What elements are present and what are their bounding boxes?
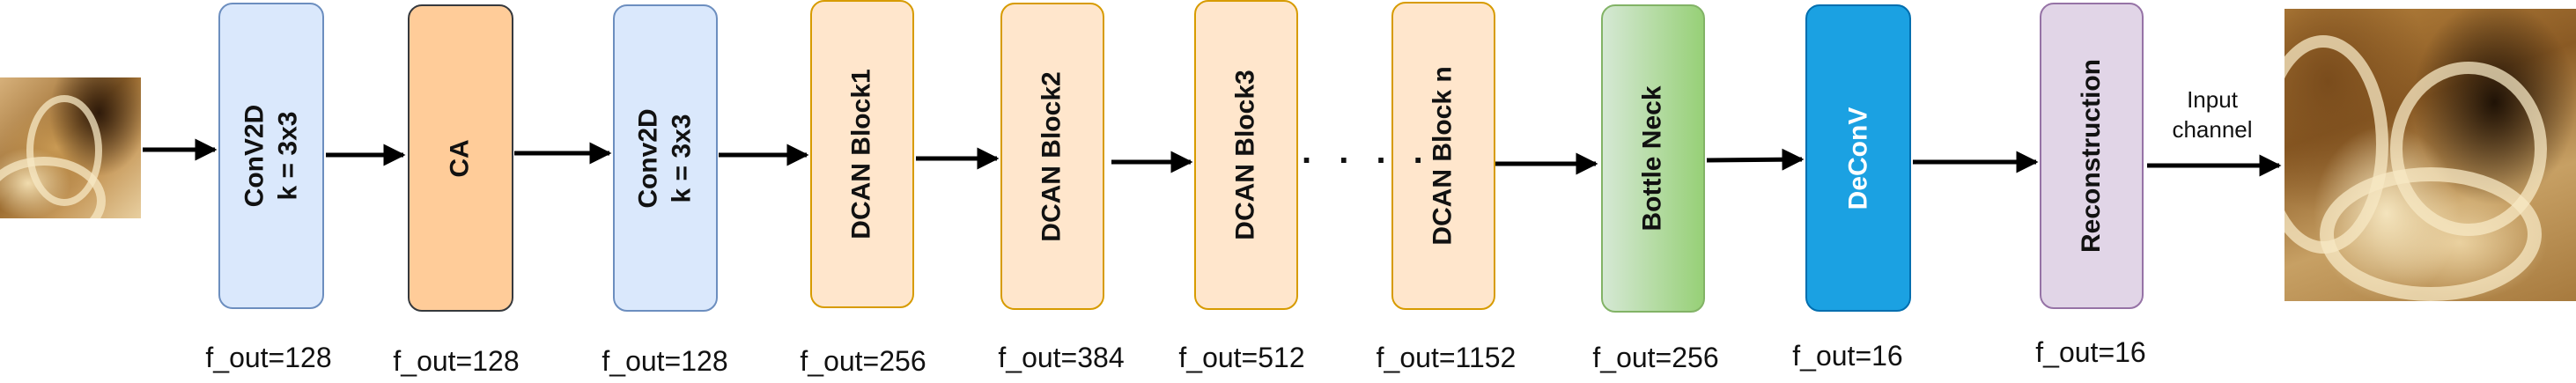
block-deconv-line-1: DeConV [1843, 107, 1872, 210]
fout-label-dcan-3: f_out=512 [1178, 342, 1305, 373]
output-caption: Input channel [2172, 85, 2252, 144]
block-conv2d-2-label: Conv2D k = 3x3 [631, 108, 698, 208]
fout-label-ca: f_out=128 [393, 345, 520, 377]
block-conv2d-1-label: ConV2D k = 3x3 [238, 105, 305, 208]
block-bottle-neck-label: Bottle Neck [1636, 85, 1670, 231]
block-conv2d-2: Conv2D k = 3x3 [613, 4, 718, 312]
fout-label-conv2d-2: f_out=128 [602, 345, 728, 377]
fout-label-bottle-neck: f_out=256 [1592, 342, 1719, 373]
block-reconstruction-label: Reconstruction [2075, 59, 2108, 253]
output-caption-line-1: Input [2187, 86, 2238, 113]
block-dcan-3: DCAN Block3 [1194, 0, 1298, 310]
block-dcan-n: DCAN Block n [1391, 2, 1495, 310]
block-deconv: DeConV [1805, 4, 1911, 312]
block-dcan-3-line-1: DCAN Block3 [1231, 70, 1260, 240]
block-conv2d-2-line-1: Conv2D [633, 107, 663, 209]
block-dcan-3-label: DCAN Block3 [1229, 70, 1263, 239]
block-conv2d-1-line-1: ConV2D [240, 104, 269, 208]
block-dcan-2-label: DCAN Block2 [1036, 71, 1069, 241]
block-dcan-1-label: DCAN Block1 [845, 69, 879, 239]
block-ca-label: CA [444, 139, 477, 177]
fout-label-dcan-n: f_out=1152 [1376, 342, 1517, 373]
fout-label-dcan-2: f_out=384 [998, 342, 1125, 373]
fout-label-dcan-1: f_out=256 [800, 345, 926, 377]
output-caption-line-2: channel [2172, 116, 2253, 143]
block-dcan-2-line-1: DCAN Block2 [1037, 70, 1067, 242]
ellipsis-dots: . . . . [1302, 132, 1432, 171]
block-conv2d-2-line-2: k = 3x3 [667, 114, 697, 203]
input-image [0, 77, 141, 218]
block-conv2d-1-line-2: k = 3x3 [273, 111, 302, 201]
fout-label-deconv: f_out=16 [1792, 340, 1903, 372]
fout-label-conv2d-1: f_out=128 [205, 342, 332, 373]
block-reconstruction-line-1: Reconstruction [2077, 58, 2106, 254]
block-reconstruction: Reconstruction [2040, 3, 2144, 309]
block-bottle-neck-line-1: Bottle Neck [1638, 85, 1668, 232]
fout-label-reconstruction: f_out=16 [2035, 336, 2146, 368]
block-dcan-1-line-1: DCAN Block1 [847, 69, 876, 239]
block-ca-line-1: CA [446, 138, 475, 178]
arrow-bottle-neck-to-deconv [1706, 148, 1805, 171]
block-ca: CA [408, 4, 513, 312]
output-image [2284, 9, 2576, 301]
block-deconv-label: DeConV [1842, 107, 1875, 210]
block-conv2d-1: ConV2D k = 3x3 [218, 3, 324, 309]
block-dcan-2: DCAN Block2 [1000, 3, 1104, 310]
block-dcan-1: DCAN Block1 [810, 0, 914, 308]
block-bottle-neck: Bottle Neck [1601, 4, 1705, 313]
